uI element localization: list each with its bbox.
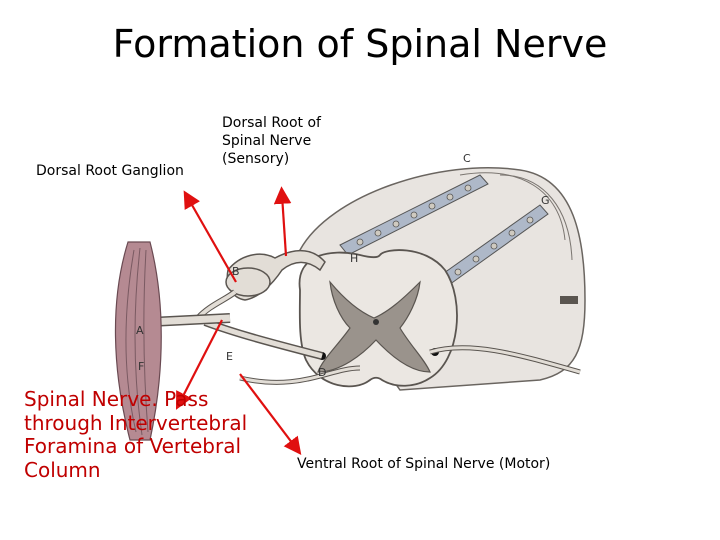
label-dorsal-root: Dorsal Root of Spinal Nerve (Sensory)	[222, 115, 321, 168]
pointer-arrows	[175, 186, 302, 456]
letter-e: E	[226, 350, 233, 363]
label-spinal-nerve: Spinal Nerve. Pass through Intervertebra…	[24, 387, 248, 482]
letter-c: C	[463, 152, 471, 165]
arrow-to-dorsal-root-label	[273, 186, 292, 257]
letter-a: A	[136, 324, 144, 337]
page-title: Formation of Spinal Nerve	[112, 22, 608, 66]
letter-d: D	[318, 366, 326, 379]
letter-b: B	[232, 265, 240, 278]
letter-h: H	[350, 252, 358, 265]
label-ventral-root: Ventral Root of Spinal Nerve (Motor)	[297, 456, 551, 472]
arrow-to-spinal-nerve-label	[175, 319, 223, 410]
arrow-to-ganglion-label	[183, 190, 237, 283]
ventral-root-and-trunk	[149, 296, 581, 385]
label-dorsal-root-ganglion: Dorsal Root Ganglion	[36, 163, 184, 179]
cord-cross-section	[298, 249, 458, 388]
letter-g: G	[541, 194, 550, 207]
arrow-to-ventral-root-label	[239, 373, 302, 456]
muscle-fibers	[114, 241, 162, 441]
letter-f: F	[138, 360, 144, 373]
